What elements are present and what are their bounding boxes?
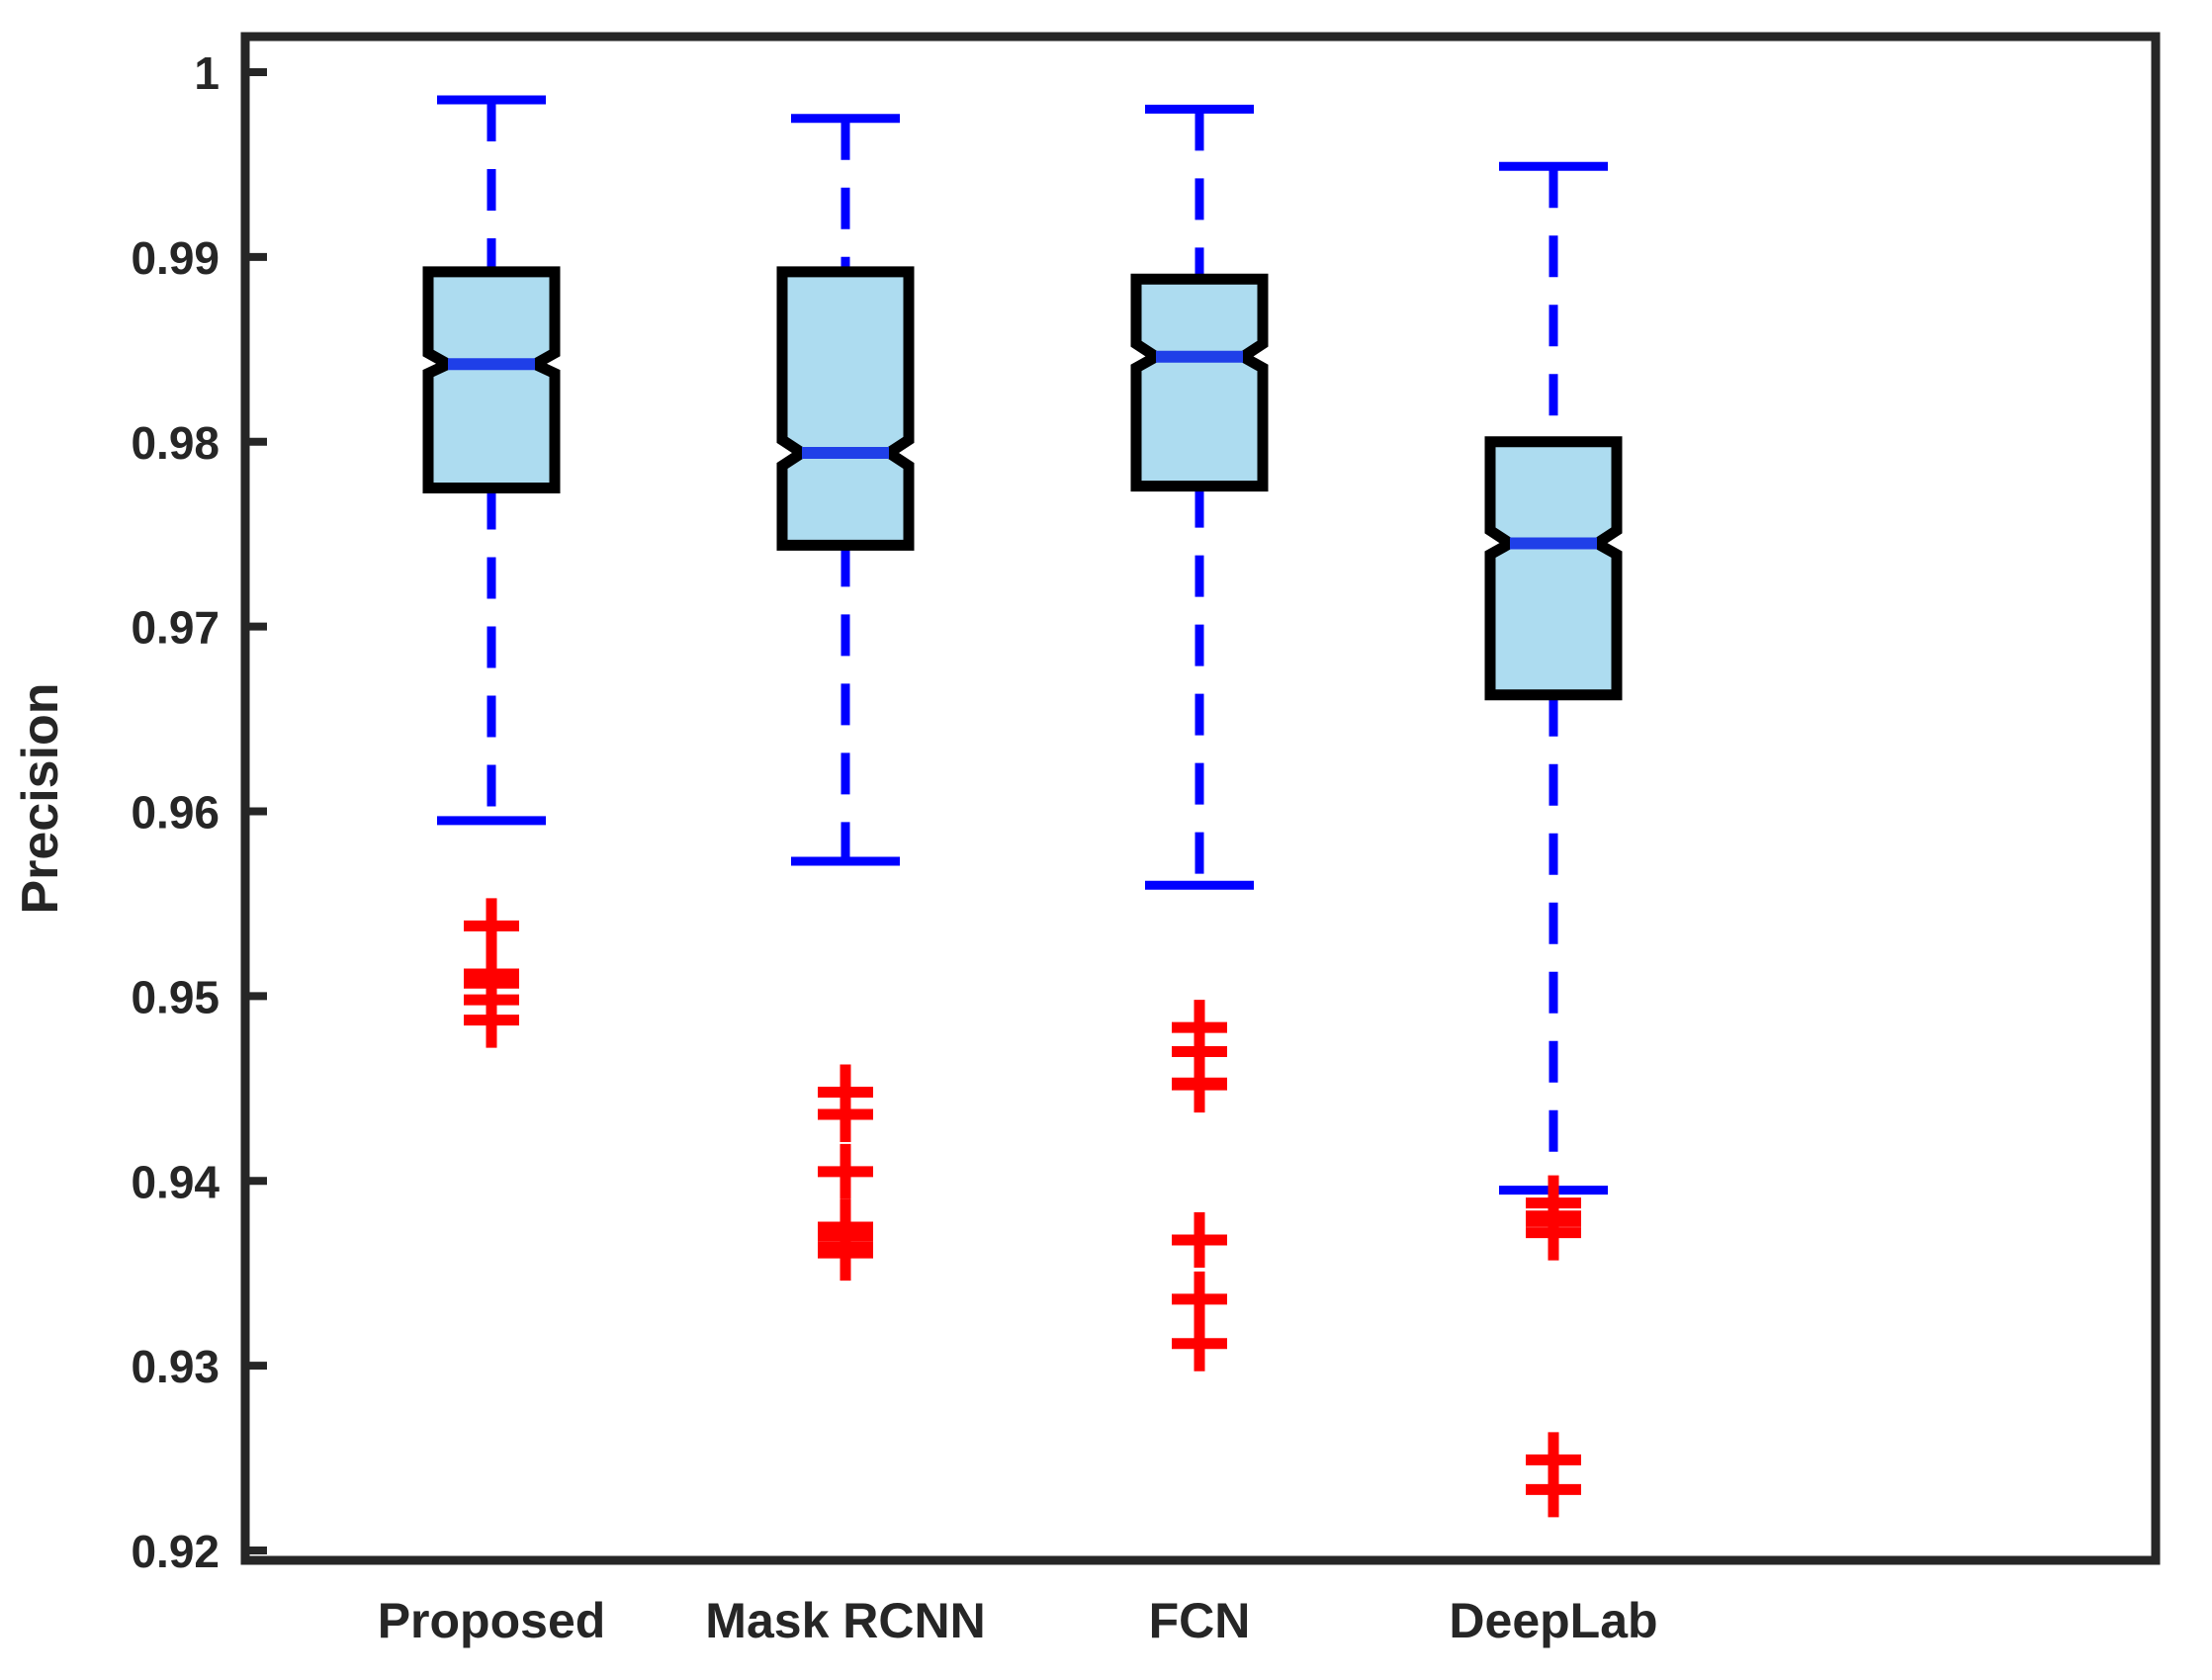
y-axis-tick-label: 0.99 <box>131 232 220 284</box>
box-notched <box>776 266 915 551</box>
x-axis-category-label: FCN <box>1149 1593 1251 1648</box>
y-axis-tick-label: 0.92 <box>131 1526 220 1577</box>
y-axis-title: Precision <box>12 682 69 914</box>
box-notched <box>422 266 561 493</box>
plot-frame <box>240 32 2161 1565</box>
x-axis-category-label: Proposed <box>378 1593 606 1648</box>
y-axis-tick-label: 0.96 <box>131 787 220 839</box>
y-axis-tick-label: 0.97 <box>131 602 220 654</box>
y-axis-tick-label: 0.95 <box>131 971 220 1022</box>
box-notched <box>1130 273 1269 492</box>
y-axis-tick-label: 1 <box>194 47 220 99</box>
box-notched <box>1484 436 1623 701</box>
y-axis-tick-label: 0.98 <box>131 417 220 469</box>
x-axis-category-label: DeepLab <box>1449 1593 1657 1648</box>
x-axis-category-label: Mask RCNN <box>705 1593 985 1648</box>
y-axis-tick-label: 0.93 <box>131 1341 220 1392</box>
y-axis-tick-label: 0.94 <box>131 1156 220 1207</box>
